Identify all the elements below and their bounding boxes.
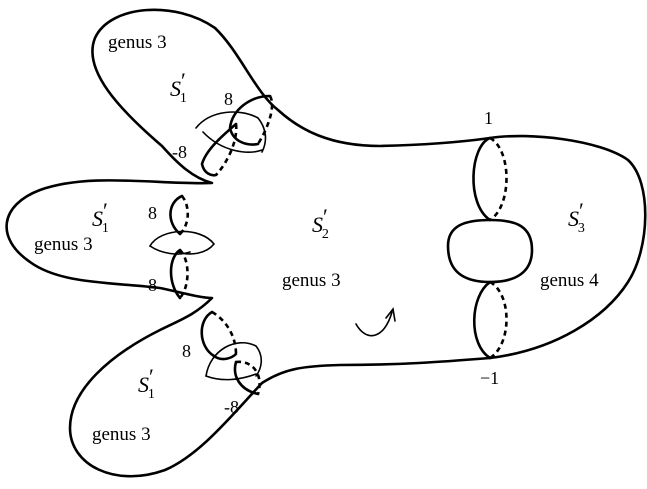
- surface-label-s1-bottom: S′1: [138, 364, 155, 402]
- left-neck-lower-circle-front: [169, 248, 182, 300]
- right-lower-circle-back: [489, 280, 508, 360]
- surface-label-s2-center: S′2: [312, 204, 329, 242]
- weight-right-upper: 1: [484, 108, 493, 128]
- genus-label-bottom-left: genus 3: [92, 424, 151, 445]
- bottom-neck-handle-base: [205, 373, 257, 381]
- bottom-neck-upper-circle-back: [211, 310, 238, 355]
- weight-left-upper: 8: [148, 203, 157, 223]
- top-neck-lower-circle-front: [200, 122, 238, 177]
- right-hole: [446, 218, 534, 284]
- surface-label-s1-top: S′1: [170, 68, 187, 106]
- genus-label-center: genus 3: [282, 270, 341, 291]
- bottom-neck-lower-circle-front: [233, 360, 260, 396]
- left-neck-upper-circle-front: [169, 194, 184, 236]
- left-neck-handle-base: [149, 245, 191, 255]
- top-neck-upper-circle-back: [256, 95, 274, 145]
- rotation-arrow-head: [385, 307, 396, 322]
- surface-label-s3-right: S′3: [568, 198, 585, 236]
- weight-right-lower: −1: [480, 368, 499, 388]
- genus-label-top-left: genus 3: [108, 32, 167, 53]
- genus-label-left: genus 3: [34, 234, 93, 255]
- top-neck-handle: [195, 111, 267, 153]
- weight-bottom-upper: 8: [182, 341, 191, 361]
- top-neck-lower-circle-back: [215, 123, 238, 176]
- right-lower-circle-front: [472, 280, 492, 360]
- weight-top-lower: -8: [172, 142, 187, 162]
- weight-top-upper: 8: [224, 89, 233, 109]
- rotation-arrow: [355, 311, 393, 337]
- weight-bottom-lower: -8: [224, 397, 239, 417]
- right-upper-circle-front: [472, 136, 492, 222]
- weight-left-lower: -8: [142, 275, 157, 295]
- left-neck-lower-circle-back: [178, 249, 189, 299]
- top-neck-handle-base: [202, 131, 263, 153]
- surface-label-s1-left: S′1: [92, 198, 109, 236]
- left-neck-handle: [149, 230, 216, 255]
- left-neck-upper-circle-back: [179, 195, 190, 235]
- surface-outline: [5, 8, 647, 478]
- bottom-neck-handle: [205, 341, 263, 377]
- right-upper-circle-back: [489, 136, 508, 222]
- genus-label-right: genus 4: [540, 270, 599, 291]
- bottom-neck-lower-circle-back: [235, 360, 261, 395]
